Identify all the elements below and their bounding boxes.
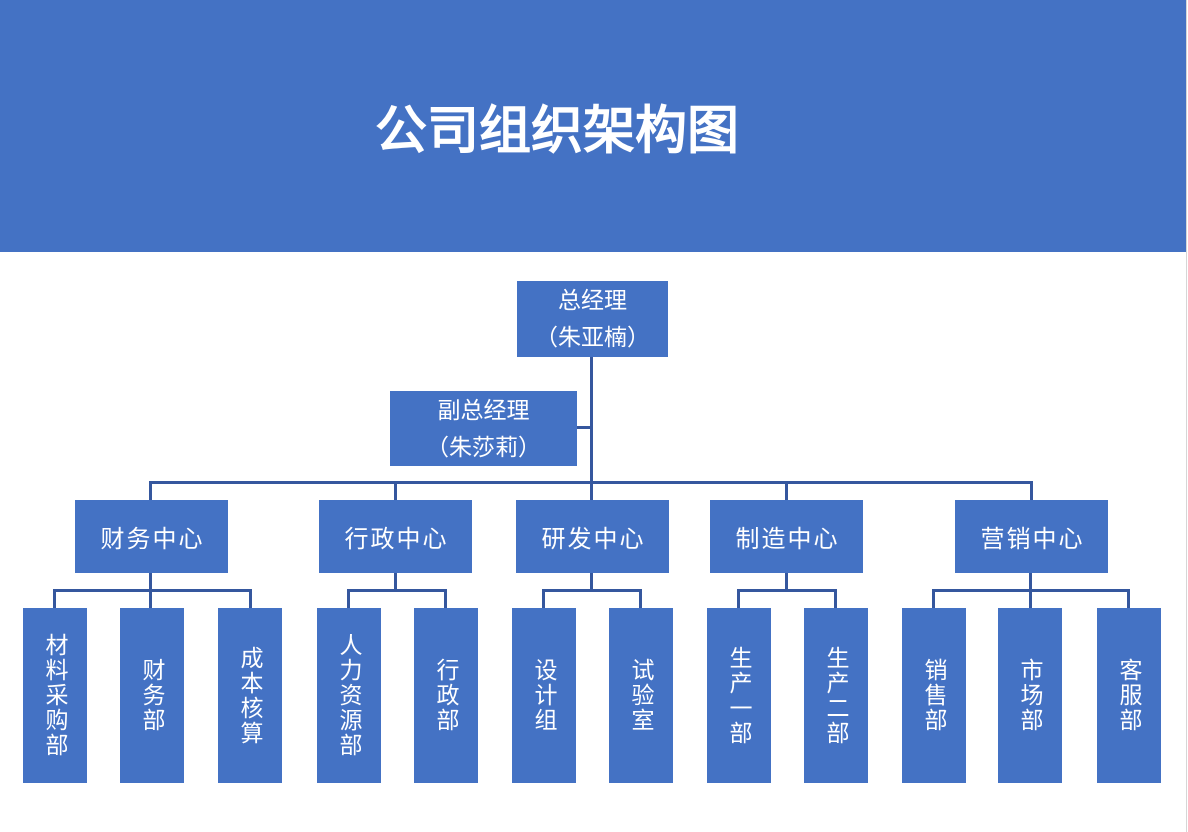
connector-drop-manufacturing xyxy=(785,481,788,500)
connector-g3-stem xyxy=(590,573,593,592)
org-box-admin-center[interactable]: 行政中心 xyxy=(319,500,472,573)
leaf-label: 人力资源部 xyxy=(336,633,362,758)
page-title[interactable]: 公司组织架构图 xyxy=(374,102,740,161)
connector-g4-drop-left xyxy=(737,589,740,608)
connector-root-stem xyxy=(590,357,593,500)
leaf-label: 设计组 xyxy=(531,658,557,733)
org-box-manufacturing-center[interactable]: 制造中心 xyxy=(710,500,863,573)
connector-g2-horizontal xyxy=(347,589,447,592)
connector-g2-drop-right xyxy=(444,589,447,608)
org-box-sales-dept[interactable]: 销售部 xyxy=(902,608,966,783)
connector-drop-marketing xyxy=(1030,481,1033,500)
org-box-rnd-center[interactable]: 研发中心 xyxy=(516,500,669,573)
connector-g5-horizontal xyxy=(932,589,1128,592)
connector-g1-drop-right xyxy=(249,589,252,608)
role-title: 总经理 xyxy=(558,287,627,313)
person-name: （朱亚楠） xyxy=(535,324,650,350)
org-box-hr-dept[interactable]: 人力资源部 xyxy=(317,608,381,783)
org-box-admin-dept[interactable]: 行政部 xyxy=(414,608,478,783)
person-name: （朱莎莉） xyxy=(426,433,541,460)
center-label: 研发中心 xyxy=(541,526,646,553)
connector-g2-drop-left xyxy=(347,589,350,608)
center-label: 行政中心 xyxy=(344,526,449,553)
org-box-finance-center[interactable]: 财务中心 xyxy=(75,500,228,573)
connector-g2-stem xyxy=(394,573,397,592)
org-box-deputy-general-manager[interactable]: 副总经理 （朱莎莉） xyxy=(390,391,577,466)
connector-g5-drop-left xyxy=(932,589,935,608)
connector-g3-drop-right xyxy=(639,589,642,608)
org-box-test-lab[interactable]: 试验室 xyxy=(609,608,673,783)
org-box-cost-accounting[interactable]: 成本核算 xyxy=(218,608,282,783)
org-box-material-procurement[interactable]: 材料采购部 xyxy=(23,608,87,783)
connector-g4-horizontal xyxy=(737,589,837,592)
org-box-general-manager[interactable]: 总经理 （朱亚楠） xyxy=(517,281,668,357)
org-box-market-dept[interactable]: 市场部 xyxy=(998,608,1062,783)
center-label: 制造中心 xyxy=(735,526,840,553)
leaf-label: 生产二部 xyxy=(823,645,849,746)
connector-g4-drop-right xyxy=(834,589,837,608)
slide-right-border xyxy=(1186,0,1187,832)
leaf-label: 生产一部 xyxy=(726,645,752,746)
leaf-label: 销售部 xyxy=(921,658,947,733)
connector-deputy-elbow xyxy=(577,426,591,429)
leaf-label: 试验室 xyxy=(628,658,654,733)
leaf-label: 成本核算 xyxy=(237,645,263,746)
leaf-label: 客服部 xyxy=(1116,658,1142,733)
connector-g3-drop-left xyxy=(542,589,545,608)
connector-main-horizontal xyxy=(150,481,1033,484)
leaf-label: 财务部 xyxy=(139,658,165,733)
center-label: 营销中心 xyxy=(980,526,1085,553)
org-box-design-group[interactable]: 设计组 xyxy=(512,608,576,783)
org-box-production-2[interactable]: 生产二部 xyxy=(804,608,868,783)
leaf-label: 市场部 xyxy=(1017,658,1043,733)
leaf-label: 行政部 xyxy=(433,658,459,733)
connector-g1-drop-left xyxy=(53,589,56,608)
connector-g3-horizontal xyxy=(542,589,642,592)
title-banner xyxy=(0,0,1186,252)
connector-g1-horizontal xyxy=(53,589,252,592)
org-box-customer-service-dept[interactable]: 客服部 xyxy=(1097,608,1161,783)
leaf-label: 材料采购部 xyxy=(42,633,68,758)
org-box-production-1[interactable]: 生产一部 xyxy=(707,608,771,783)
center-label: 财务中心 xyxy=(100,526,205,553)
org-box-marketing-center[interactable]: 营销中心 xyxy=(955,500,1108,573)
role-title: 副总经理 xyxy=(437,396,530,423)
org-box-finance-dept[interactable]: 财务部 xyxy=(120,608,184,783)
connector-drop-admin xyxy=(394,481,397,500)
connector-drop-finance xyxy=(149,481,152,500)
connector-g4-stem xyxy=(785,573,788,592)
connector-g5-drop-right xyxy=(1127,589,1130,608)
